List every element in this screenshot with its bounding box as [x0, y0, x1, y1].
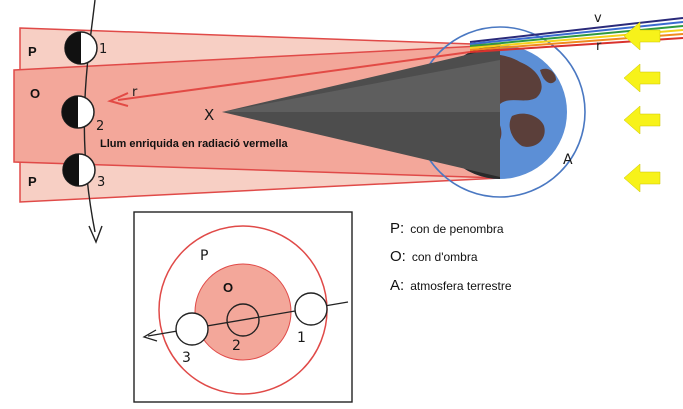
r-arrow-label: r — [132, 85, 138, 100]
label-p-bottom: P — [28, 174, 37, 189]
ray-r-label: r — [596, 39, 602, 54]
inset-path-arrowhead — [142, 329, 158, 342]
label-o-mid: O — [30, 86, 40, 101]
atmosphere-label: A — [563, 152, 573, 168]
inset-moon-3 — [175, 312, 209, 346]
moon-3-label: 3 — [97, 175, 105, 190]
legend-atmosphere: A: atmosfera terrestre — [390, 277, 512, 294]
moon-2-label: 2 — [96, 119, 104, 134]
red-ray-arrowhead — [107, 92, 129, 107]
x-label: X — [204, 106, 214, 124]
sun-arrows — [623, 21, 661, 193]
inset-umbra-disc — [194, 263, 292, 361]
sun-ray-bundle — [469, 17, 683, 53]
inset-moon-2 — [226, 303, 260, 337]
inset-o-label: O — [223, 280, 233, 295]
legend-text: atmosfera terrestre — [410, 279, 512, 293]
legend-key: P: — [390, 220, 405, 237]
label-p-top: P — [28, 44, 37, 59]
moon-1 — [64, 31, 98, 65]
moon-2 — [61, 95, 95, 129]
legend-umbra: O: con d'ombra — [390, 248, 478, 265]
ray-v-label: v — [594, 11, 602, 26]
legend-text: con de penombra — [410, 222, 504, 236]
moon-1-label: 1 — [99, 42, 107, 57]
moon-3 — [62, 153, 96, 187]
moon-path-arrowhead — [88, 225, 103, 244]
inset-moon-1 — [294, 292, 328, 326]
inset-moon-3-label: 3 — [182, 350, 191, 366]
inset-moon-2-label: 2 — [232, 338, 241, 354]
shadow-cone-highlight — [222, 60, 500, 112]
inset-p-label: P — [200, 248, 208, 264]
red-refracted-ray — [117, 51, 471, 101]
inset-moon-1-label: 1 — [297, 330, 306, 346]
legend-key: A: — [390, 277, 405, 294]
caption-red-light: Llum enriquida en radiació vermella — [100, 138, 289, 150]
legend-text: con d'ombra — [411, 250, 478, 264]
legend-key: O: — [390, 248, 406, 265]
legend-penumbra: P: con de penombra — [390, 220, 504, 237]
